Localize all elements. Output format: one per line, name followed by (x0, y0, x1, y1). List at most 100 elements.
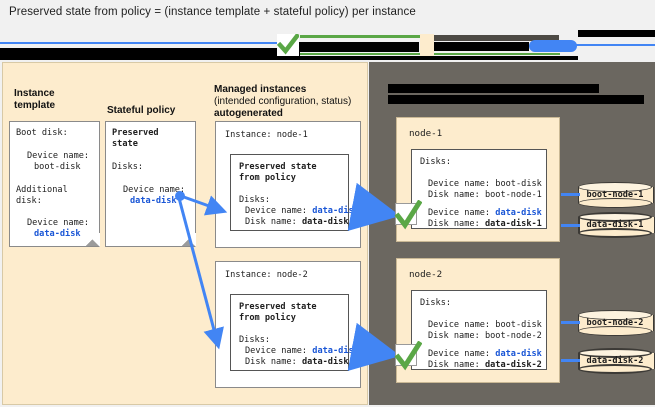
node-data-device-label-node-2: Device name: (428, 349, 491, 359)
connector-data-disk-1 (561, 224, 580, 227)
node-boot-device-value-node-2: boot-disk (495, 320, 542, 330)
additional-disk-label-line2: disk: (16, 196, 42, 206)
stateful-policy-disks-label: Disks: (112, 162, 144, 172)
legend-redacted-bar-3 (434, 35, 559, 41)
node-boot-disk-value-node-1: boot-node-1 (484, 190, 542, 200)
preserved-state-line2: state (112, 139, 138, 149)
card-fold-corner (86, 233, 100, 247)
disks-label-node-1: Disks: (239, 195, 271, 205)
disk-cylinder-boot-node-2: boot-node-2 (578, 310, 654, 336)
page-title: Preserved state from policy = (instance … (9, 6, 416, 18)
node-data-disk-value-node-1: data-disk-1 (484, 219, 542, 229)
disk-name-value-node-2: data-disk-2 (301, 357, 359, 367)
device-name-row-node-1: Device name: data-disk (245, 206, 359, 218)
node-disks-label-node-2: Disks: (420, 298, 452, 308)
disk-name-row-node-2: Disk name: data-disk-2 (245, 357, 359, 369)
preserved-line2-node-1: from policy (239, 173, 296, 183)
right-panel-redacted-heading-1 (388, 84, 599, 93)
preserved-line2-node-2: from policy (239, 313, 296, 323)
instance-template-card-text: Boot disk: (16, 128, 68, 140)
node-data-disk-label-node-2: Disk name: (428, 360, 480, 370)
additional-device-name-label: Device name: (27, 218, 90, 228)
node-boot-device-label-node-2: Device name: (428, 320, 491, 330)
node-data-device-row-node-1: Device name: data-disk (428, 208, 542, 220)
node-boot-disk-value-node-2: boot-node-2 (484, 331, 542, 341)
additional-disk-label-line1: Additional (16, 185, 68, 195)
cylinder-top (578, 212, 652, 222)
legend-redacted-bar-2 (299, 42, 419, 52)
right-panel-redacted-heading-2 (388, 95, 644, 104)
legend-redacted-bar-6 (0, 56, 578, 60)
heading-stateful-policy: Stateful policy (107, 105, 175, 117)
node-boot-disk-row-node-2: Disk name: boot-node-2 (428, 331, 542, 343)
legend-redacted-bar-4 (434, 42, 529, 51)
heading-managed-instances-line3: autogenerated (214, 108, 283, 119)
cylinder-top (578, 182, 652, 192)
managed-instance-label-node-2: Instance: node-2 (225, 270, 308, 280)
device-name-value-node-1: data-disk (312, 206, 359, 216)
heading-managed-instances-line2: (intended configuration, status) (214, 96, 352, 107)
disk-cylinder-label-data-disk-2: data-disk-2 (586, 356, 644, 366)
preserved-state-box-node-1: Preserved state from policy Disks: Devic… (230, 154, 359, 231)
managed-instance-card-node-1: Instance: node-1 Preserved state from po… (215, 121, 361, 248)
disk-name-value-node-1: data-disk-1 (301, 217, 359, 227)
heading-instance-template-line1: Instance (14, 88, 55, 99)
node-boot-device-label-node-1: Device name: (428, 179, 491, 189)
node-data-disk-value-node-2: data-disk-2 (484, 360, 542, 370)
stateful-policy-device-name-label: Device name: (123, 185, 186, 195)
legend-blue-rule (0, 42, 296, 44)
heading-instance-template-line2: template (14, 100, 56, 111)
cylinder-bottom (578, 198, 652, 208)
managed-instance-label-node-1: Instance: node-1 (225, 130, 308, 140)
preserved-line1-node-2: Preserved state (239, 302, 317, 312)
connector-data-disk-2 (561, 359, 580, 362)
cylinder-bottom (578, 228, 652, 238)
heading-instance-template: Instance template (14, 88, 55, 112)
device-name-label-node-1: Device name: (245, 206, 308, 216)
card-fold-corner (182, 233, 196, 247)
disk-cylinder-boot-node-1: boot-node-1 (578, 182, 654, 208)
node-boot-disk-row-node-1: Disk name: boot-node-1 (428, 190, 542, 202)
node-boot-device-row-node-2: Device name: boot-disk (428, 320, 542, 332)
instance-template-card: Boot disk: Device name: boot-disk Additi… (9, 121, 100, 247)
node-data-disk-label-node-1: Disk name: (428, 219, 480, 229)
legend-blue-blob (529, 40, 577, 52)
managed-instance-card-node-2: Instance: node-2 Preserved state from po… (215, 261, 361, 388)
device-name-label-node-2: Device name: (245, 346, 308, 356)
cylinder-bottom (578, 364, 652, 374)
node-disks-box-node-1: Disks: Device name: boot-disk Disk name:… (411, 149, 547, 229)
node-name-node-2: node-2 (409, 269, 443, 280)
preserved-state-line1: Preserved (112, 128, 159, 138)
heading-stateful-policy-line1: Stateful policy (107, 105, 176, 116)
node-data-device-value-node-1: data-disk (495, 208, 542, 218)
legend-green-check (277, 34, 299, 56)
boot-disk-label: Boot disk: (16, 128, 68, 138)
disk-name-label-node-2: Disk name: (245, 357, 297, 367)
connector-boot-node-1 (561, 193, 580, 196)
disk-name-label-node-1: Disk name: (245, 217, 297, 227)
boot-device-name-label: Device name: (27, 151, 90, 161)
disk-cylinder-data-disk-2: data-disk-2 (578, 348, 655, 374)
heading-managed-instances: Managed instances (intended configuratio… (214, 84, 351, 120)
legend-redacted-bar-5 (578, 30, 655, 37)
device-name-value-node-2: data-disk (312, 346, 359, 356)
node-data-disk-row-node-2: Disk name: data-disk-2 (428, 360, 542, 372)
boot-device-name-value: boot-disk (34, 162, 81, 172)
node-disks-label-node-1: Disks: (420, 157, 452, 167)
legend-blue-rule-right (560, 44, 655, 46)
node-card-node-1: node-1 Disks: Device name: boot-disk Dis… (396, 117, 560, 242)
node-data-device-label-node-1: Device name: (428, 208, 491, 218)
cylinder-top (578, 310, 652, 320)
node-name-node-1: node-1 (409, 128, 443, 139)
disk-cylinder-label-boot-node-2: boot-node-2 (586, 318, 644, 328)
legend-strip (0, 30, 655, 60)
device-name-row-node-2: Device name: data-disk (245, 346, 359, 358)
disk-name-row-node-1: Disk name: data-disk-1 (245, 217, 359, 229)
preserved-line1-node-1: Preserved state (239, 162, 317, 172)
node-data-disk-row-node-1: Disk name: data-disk-1 (428, 219, 542, 231)
additional-device-name-value: data-disk (34, 229, 81, 239)
cylinder-top (578, 348, 652, 358)
preserved-state-box-node-2: Preserved state from policy Disks: Devic… (230, 294, 359, 371)
disk-cylinder-data-disk-1: data-disk-1 (578, 212, 655, 238)
